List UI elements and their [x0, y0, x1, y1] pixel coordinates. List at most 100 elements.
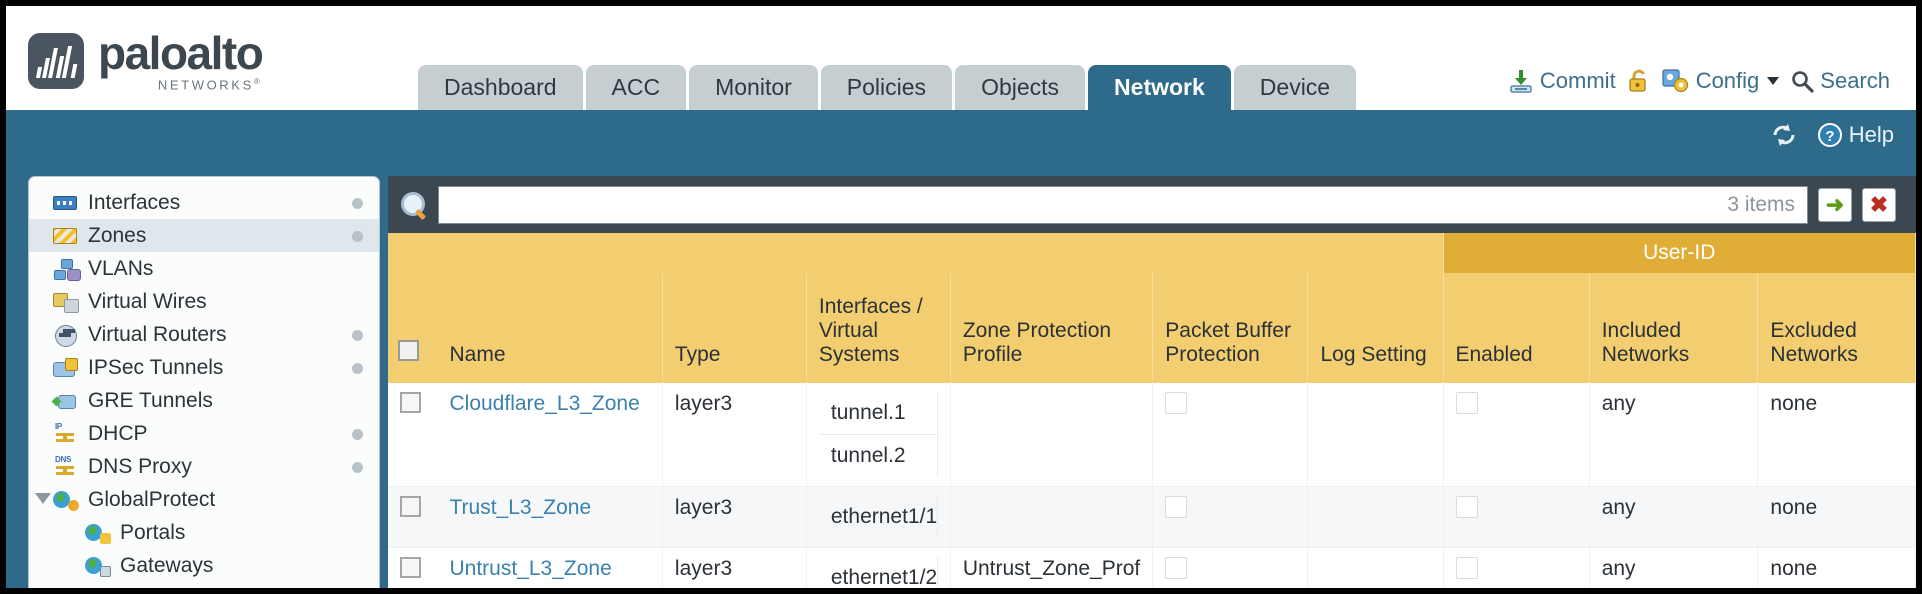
column-header-enabled[interactable]: Enabled	[1443, 273, 1590, 383]
commit-button[interactable]: Commit	[1508, 68, 1616, 94]
tab-objects[interactable]: Objects	[955, 64, 1086, 110]
sidebar-item-virtual-wires[interactable]: Virtual Wires	[29, 285, 379, 318]
cell-zone-protection-profile: Untrust_Zone_Prof	[950, 547, 1154, 588]
filter-search-icon[interactable]	[400, 191, 428, 219]
svg-text:?: ?	[1825, 128, 1834, 145]
sidebar-item-interfaces[interactable]: Interfaces	[29, 186, 379, 219]
network-sidebar: Interfaces Zones VLANs Virtual Wires Vir…	[28, 176, 380, 588]
tab-dashboard[interactable]: Dashboard	[418, 64, 583, 110]
filter-input[interactable]: 3 items	[438, 185, 1808, 224]
top-action-bar: Commit Config	[1508, 68, 1890, 94]
column-header-log-setting[interactable]: Log Setting	[1307, 273, 1444, 383]
userid-enabled-checkbox[interactable]	[1455, 392, 1478, 414]
column-header-packet-buffer-protection[interactable]: Packet Buffer Protection	[1152, 273, 1309, 383]
tab-device[interactable]: Device	[1233, 64, 1357, 110]
paloalto-logo: paloalto NETWORKS®	[28, 30, 264, 93]
search-button[interactable]: Search	[1790, 68, 1890, 94]
main-nav-tabs: Dashboard ACC Monitor Policies Objects N…	[418, 64, 1357, 110]
sidebar-item-dhcp[interactable]: IP DHCP	[29, 417, 379, 450]
status-dot	[352, 330, 363, 341]
cell-excluded-networks: none	[1757, 486, 1916, 548]
row-select-cell[interactable]	[388, 486, 438, 548]
cell-userid-enabled	[1443, 547, 1590, 588]
dns-proxy-icon: DNS	[53, 455, 79, 478]
packet-buffer-protection-checkbox[interactable]	[1165, 496, 1188, 518]
cell-zone-protection-profile	[950, 486, 1154, 548]
dhcp-icon: IP	[53, 422, 79, 445]
row-select-cell[interactable]	[388, 547, 438, 588]
tab-acc[interactable]: ACC	[585, 64, 687, 110]
row-checkbox[interactable]	[400, 557, 421, 578]
sidebar-item-dns-proxy[interactable]: DNS DNS Proxy	[29, 450, 379, 483]
clear-filter-button[interactable]: ✖	[1862, 187, 1896, 222]
interface-item: tunnel.1	[818, 392, 938, 435]
table-row[interactable]: Untrust_L3_Zone layer3 ethernet1/2 Untru…	[388, 547, 1916, 588]
zone-name-link[interactable]: Cloudflare_L3_Zone	[449, 392, 640, 415]
cell-included-networks: any	[1589, 547, 1759, 588]
column-header-type[interactable]: Type	[662, 273, 807, 383]
row-select-cell[interactable]	[388, 383, 438, 487]
zone-name-link[interactable]: Trust_L3_Zone	[449, 496, 592, 519]
column-header-excluded-networks[interactable]: Excluded Networks	[1757, 273, 1916, 383]
sidebar-item-gre-tunnels[interactable]: GRE Tunnels	[29, 384, 379, 417]
zone-name-link[interactable]: Untrust_L3_Zone	[449, 557, 612, 580]
virtual-routers-icon	[53, 324, 79, 347]
sidebar-item-globalprotect[interactable]: GlobalProtect	[29, 483, 379, 516]
interfaces-icon	[53, 192, 79, 214]
column-header-name[interactable]: Name	[437, 273, 663, 383]
unlock-icon[interactable]	[1627, 68, 1651, 94]
sidebar-item-portals[interactable]: Portals	[29, 516, 379, 549]
tab-monitor[interactable]: Monitor	[689, 64, 818, 110]
sidebar-item-zones[interactable]: Zones	[29, 219, 379, 252]
cell-userid-enabled	[1443, 383, 1590, 487]
sidebar-item-label: IPSec Tunnels	[88, 355, 224, 379]
table-row[interactable]: Trust_L3_Zone layer3 ethernet1/1	[388, 486, 1916, 548]
cell-type: layer3	[662, 486, 807, 548]
table-row[interactable]: Cloudflare_L3_Zone layer3 tunnel.1 tunne…	[388, 383, 1916, 487]
packet-buffer-protection-checkbox[interactable]	[1165, 557, 1188, 579]
cell-interfaces: tunnel.1 tunnel.2	[806, 383, 951, 487]
context-bar-actions: ? Help	[1769, 122, 1894, 148]
sidebar-item-virtual-routers[interactable]: Virtual Routers	[29, 318, 379, 351]
apply-filter-button[interactable]: ➜	[1818, 187, 1852, 222]
zones-icon	[53, 225, 79, 247]
column-header-zone-protection-profile[interactable]: Zone Protection Profile	[950, 273, 1154, 383]
sidebar-item-vlans[interactable]: VLANs	[29, 252, 379, 285]
tab-network[interactable]: Network	[1088, 64, 1231, 110]
zones-table-body: Cloudflare_L3_Zone layer3 tunnel.1 tunne…	[388, 383, 1916, 588]
cell-type: layer3	[662, 547, 807, 588]
zones-table: User-ID Name Type Interfaces / Virtual S…	[388, 233, 1916, 588]
select-all-header[interactable]	[388, 273, 438, 383]
column-header-included-networks[interactable]: Included Networks	[1589, 273, 1759, 383]
packet-buffer-protection-checkbox[interactable]	[1165, 392, 1188, 414]
tab-policies[interactable]: Policies	[820, 64, 953, 110]
gre-tunnels-icon	[53, 390, 79, 412]
group-header-row: User-ID	[388, 233, 1916, 273]
brand-tagline: NETWORKS®	[157, 77, 263, 93]
cell-userid-enabled	[1443, 486, 1590, 548]
cell-packet-buffer-protection	[1152, 547, 1309, 588]
help-button[interactable]: ? Help	[1817, 122, 1894, 148]
config-menu[interactable]: Config	[1662, 68, 1780, 94]
sidebar-item-ipsec-tunnels[interactable]: IPSec Tunnels	[29, 351, 379, 384]
cell-interfaces: ethernet1/2	[806, 547, 951, 588]
row-checkbox[interactable]	[400, 496, 421, 517]
vlans-icon	[53, 258, 79, 280]
cell-packet-buffer-protection	[1152, 383, 1309, 487]
userid-enabled-checkbox[interactable]	[1455, 557, 1478, 579]
cell-excluded-networks: none	[1757, 547, 1916, 588]
cell-log-setting	[1307, 383, 1444, 487]
status-dot	[352, 462, 363, 473]
commit-label: Commit	[1539, 68, 1616, 93]
column-header-interfaces[interactable]: Interfaces / Virtual Systems	[806, 273, 951, 383]
sidebar-item-gateways[interactable]: Gateways	[29, 549, 379, 582]
config-label: Config	[1695, 68, 1760, 93]
row-checkbox[interactable]	[400, 392, 421, 413]
userid-enabled-checkbox[interactable]	[1455, 496, 1478, 518]
refresh-icon[interactable]	[1769, 122, 1799, 148]
cell-log-setting	[1307, 547, 1444, 588]
select-all-checkbox[interactable]	[398, 340, 419, 361]
collapse-triangle-icon[interactable]	[35, 493, 51, 504]
cell-excluded-networks: none	[1757, 383, 1916, 487]
cell-zone-protection-profile	[950, 383, 1154, 487]
